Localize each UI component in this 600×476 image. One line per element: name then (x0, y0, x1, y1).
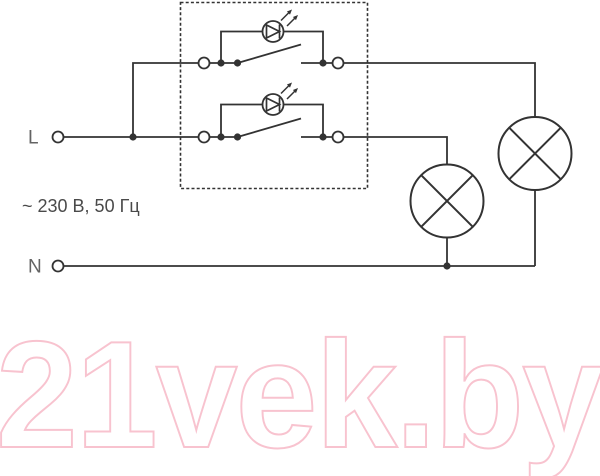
wires (63, 62, 536, 267)
switch-1-left-terminal (197, 56, 211, 70)
watermark-text: 21vek.by (0, 310, 600, 476)
switch-2-led-indicator (220, 82, 324, 137)
switch-1-right-terminal (331, 56, 345, 70)
switch-1-led-branch-right (283, 30, 324, 63)
switch-1 (197, 9, 345, 70)
led-light-arrows-icon (280, 82, 298, 100)
switch-1-led-branch-left (220, 30, 263, 63)
neutral-terminal (51, 259, 65, 273)
switch-2-led-branch-left (220, 103, 263, 137)
switch-2-led-branch-right (283, 103, 324, 137)
lamp-1 (409, 163, 485, 239)
led-diode-triangle (265, 96, 282, 113)
lamp-cross-line (420, 174, 474, 228)
wire-switch2-to-lamp1 (343, 136, 448, 165)
junction-dot-live (129, 133, 137, 141)
switch-2 (197, 82, 345, 144)
wire-live-riser (132, 62, 199, 137)
led-diode-triangle (265, 23, 282, 40)
live-terminal (51, 130, 65, 144)
junction-dot-neutral (443, 262, 451, 270)
switch-2-left-terminal (197, 130, 211, 144)
lamp-cross-line (508, 126, 562, 181)
led-light-arrows-icon (280, 9, 298, 27)
switch-1-led-indicator (220, 9, 324, 63)
lamp-2 (497, 116, 573, 191)
switch-unit-box (179, 1, 369, 190)
switch-2-right-terminal (331, 130, 345, 144)
live-label: L (28, 128, 39, 149)
switch-2-blade (237, 117, 302, 138)
neutral-label: N (28, 257, 42, 278)
power-spec-label: ~ 230 В, 50 Гц (22, 196, 140, 216)
switch-1-blade (237, 43, 302, 64)
wire-switch1-to-lamp2 (343, 62, 536, 117)
